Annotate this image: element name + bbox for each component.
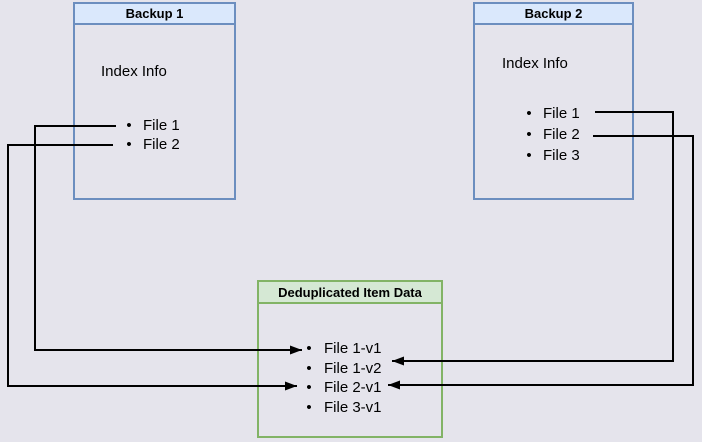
backup2-file3-item: • File 3: [522, 145, 580, 166]
backup2-box: Backup 2 Index Info • File 1 • File 2 • …: [473, 2, 634, 200]
bullet-icon: •: [126, 117, 132, 134]
dedup-file3v1-item: • File 3-v1: [302, 398, 382, 418]
backup1-title: Backup 1: [125, 6, 184, 21]
backup2-title: Backup 2: [524, 6, 583, 21]
backup1-header: Backup 1: [75, 4, 234, 25]
bullet-icon: •: [126, 136, 132, 153]
dedup-box: Deduplicated Item Data • File 1-v1 • Fil…: [257, 280, 443, 438]
dedup-item-list: • File 1-v1 • File 1-v2 • File 2-v1 • Fi…: [302, 339, 382, 418]
backup2-file-list: • File 1 • File 2 • File 3: [522, 103, 580, 166]
backup1-box: Backup 1 Index Info • File 1 • File 2: [73, 2, 236, 200]
backup1-file1-item: • File 1: [122, 116, 180, 135]
list-item-label: File 1-v1: [324, 340, 382, 357]
backup1-file2-item: • File 2: [122, 135, 180, 154]
backup2-header: Backup 2: [475, 4, 632, 25]
dedup-header: Deduplicated Item Data: [259, 282, 441, 304]
backup1-index-info-label: Index Info: [101, 63, 167, 80]
list-item-label: File 2-v1: [324, 379, 382, 396]
backup2-file1-item: • File 1: [522, 103, 580, 124]
backup2-index-info-label: Index Info: [502, 55, 568, 72]
dedup-title: Deduplicated Item Data: [278, 284, 422, 300]
list-item-label: File 2: [143, 136, 180, 153]
list-item-label: File 1-v2: [324, 359, 382, 377]
dedup-file1v2-item: • File 1-v2: [302, 359, 382, 379]
dedup-file1v1-item: • File 1-v1: [302, 339, 382, 359]
bullet-icon: •: [526, 126, 532, 143]
list-item-label: File 2: [543, 126, 580, 143]
backup1-file-list: • File 1 • File 2: [122, 116, 180, 154]
bullet-icon: •: [306, 340, 312, 357]
dedup-file2v1-item: • File 2-v1: [302, 378, 382, 398]
bullet-icon: •: [306, 359, 312, 377]
list-item-label: File 1: [143, 117, 180, 134]
bullet-icon: •: [306, 379, 312, 396]
bullet-icon: •: [306, 398, 312, 416]
list-item-label: File 3: [543, 147, 580, 164]
bullet-icon: •: [526, 147, 532, 164]
list-item-label: File 1: [543, 105, 580, 122]
backup2-file2-item: • File 2: [522, 124, 580, 145]
list-item-label: File 3-v1: [324, 398, 382, 416]
bullet-icon: •: [526, 105, 532, 122]
